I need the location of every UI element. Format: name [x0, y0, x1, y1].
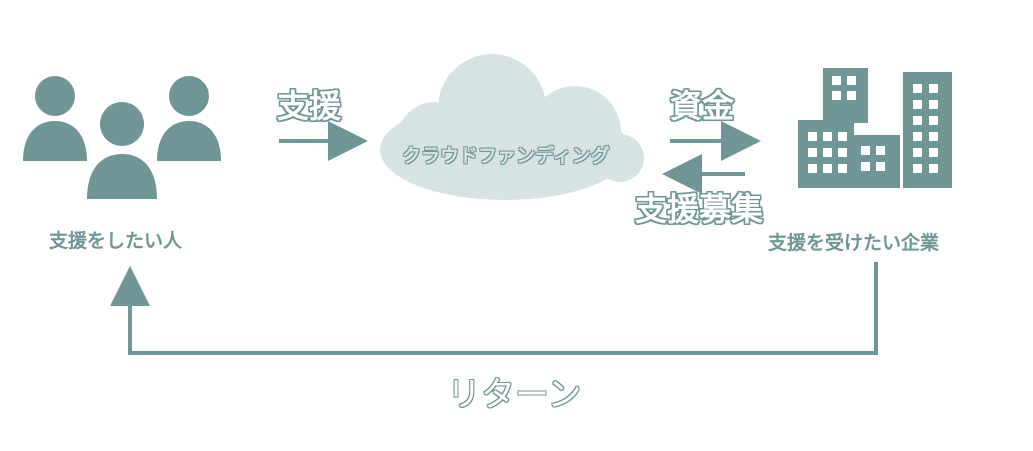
office-buildings-icon — [798, 68, 952, 188]
return-edge-label: リターン — [447, 375, 582, 415]
platform-label: クラウドファンディング — [402, 145, 610, 167]
recruit-edge-label: 支援募集 — [635, 190, 764, 228]
supporters-label: 支援をしたい人 — [49, 230, 183, 252]
companies-label: 支援を受けたい企業 — [768, 232, 940, 254]
support-edge-label: 支援 — [277, 87, 342, 125]
return-arrow — [110, 262, 878, 355]
funds-edge-label: 資金 — [670, 87, 735, 125]
cloud-icon — [380, 54, 644, 200]
people-group-icon — [23, 76, 221, 208]
